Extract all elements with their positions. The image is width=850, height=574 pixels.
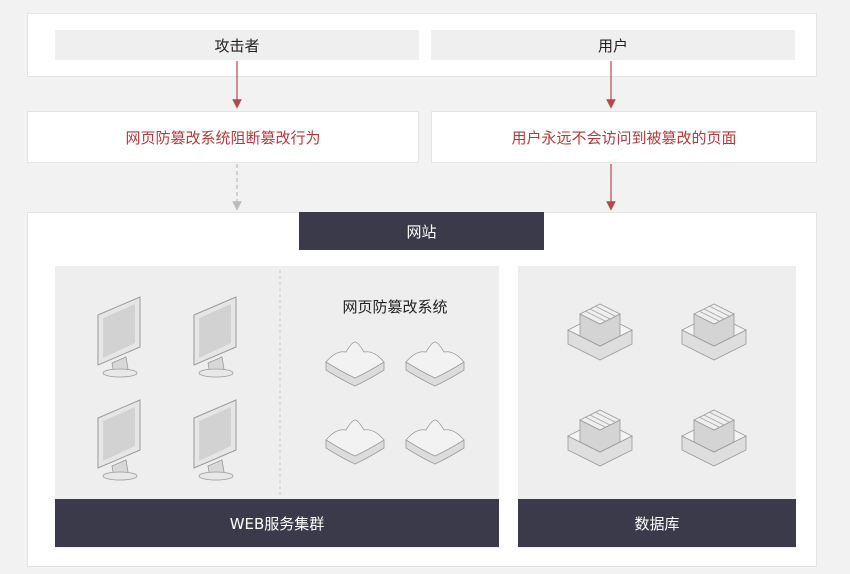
monitor-icon bbox=[193, 399, 237, 481]
shield-icon bbox=[325, 419, 385, 465]
user-box: 用户 bbox=[431, 30, 795, 60]
database-icon bbox=[681, 409, 747, 467]
safe-access-message-box: 用户永远不会访问到被篡改的页面 bbox=[431, 111, 817, 163]
user-label: 用户 bbox=[597, 36, 628, 55]
database-icon bbox=[567, 409, 633, 467]
web-cluster-label: WEB服务集群 bbox=[229, 514, 325, 533]
attacker-label: 攻击者 bbox=[214, 36, 260, 55]
shield-icon bbox=[405, 341, 465, 387]
web-cluster-bar: WEB服务集群 bbox=[55, 499, 499, 547]
shield-icon bbox=[405, 419, 465, 465]
block-message-text: 网页防篡改系统阻断篡改行为 bbox=[125, 128, 321, 147]
anti-tamper-title: 网页防篡改系统 bbox=[342, 298, 448, 316]
database-icon bbox=[681, 303, 747, 361]
monitor-icon bbox=[193, 296, 237, 378]
database-icon bbox=[567, 303, 633, 361]
attacker-box: 攻击者 bbox=[55, 30, 419, 60]
website-header: 网站 bbox=[299, 212, 544, 250]
shield-icon bbox=[325, 341, 385, 387]
block-message-box: 网页防篡改系统阻断篡改行为 bbox=[27, 111, 419, 163]
website-label: 网站 bbox=[406, 222, 437, 241]
monitor-icon bbox=[97, 296, 141, 378]
safe-access-message-text: 用户永远不会访问到被篡改的页面 bbox=[511, 128, 737, 147]
monitor-icon bbox=[97, 399, 141, 481]
database-label: 数据库 bbox=[634, 514, 680, 533]
database-bar: 数据库 bbox=[518, 499, 796, 547]
